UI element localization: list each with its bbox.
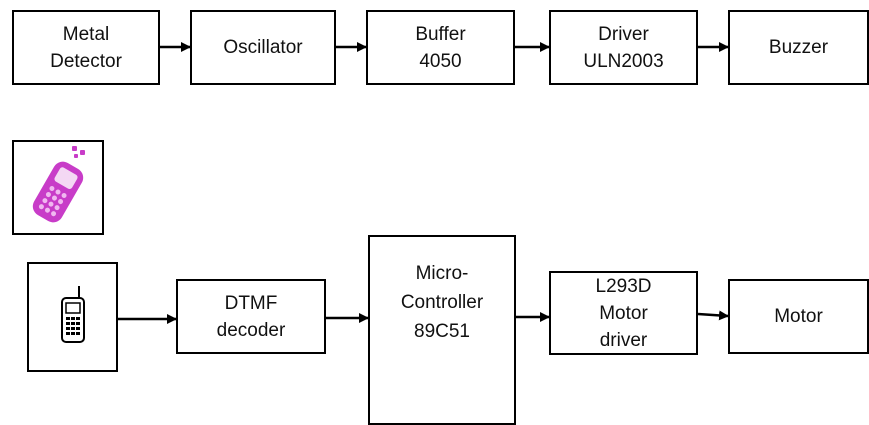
dtmf-decoder-block: DTMF decoder — [176, 279, 326, 354]
cell-phone-icon — [61, 286, 85, 343]
arrow-motordriver-motor — [697, 310, 729, 321]
oscillator-block: Oscillator — [190, 10, 336, 85]
metal-detector-block: Metal Detector — [12, 10, 160, 85]
connector-arrows — [118, 42, 729, 324]
buzzer-block: Buzzer — [728, 10, 869, 85]
buffer-block: Buffer 4050 — [366, 10, 515, 85]
pink-mobile-phone-icon — [32, 146, 85, 223]
pink-phone-box — [12, 140, 104, 235]
driver-block: Driver ULN2003 — [549, 10, 698, 85]
microcontroller-block: Micro- Controller 89C51 — [368, 235, 516, 425]
motor-block: Motor — [728, 279, 869, 354]
motor-driver-block: L293D Motor driver — [549, 271, 698, 355]
cell-phone-box — [27, 262, 118, 372]
